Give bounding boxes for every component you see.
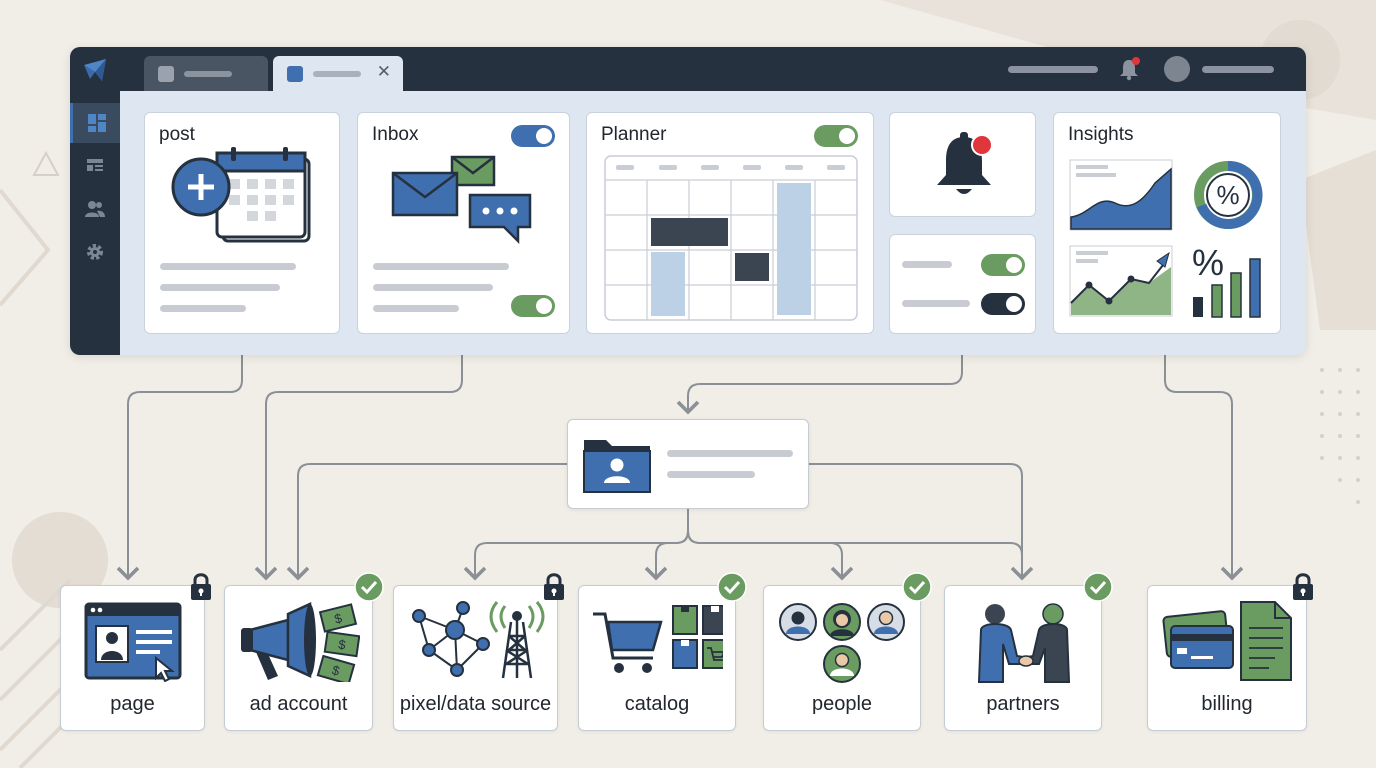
sidebar-item-content[interactable] (70, 146, 120, 186)
check-badge-icon (354, 572, 384, 602)
business-portfolio-node[interactable] (567, 419, 809, 509)
document-icon (158, 66, 174, 82)
inbox-setting-toggle[interactable] (511, 295, 555, 317)
page-profile-icon (84, 602, 181, 682)
sidebar (70, 91, 120, 355)
people-icon (85, 201, 105, 217)
card-title: Insights (1068, 124, 1134, 145)
card-post[interactable]: post (144, 112, 340, 334)
dashboard-grid-icon (88, 114, 106, 132)
asset-label: partners (986, 693, 1060, 715)
people-avatars-icon (779, 603, 905, 683)
asset-label: billing (1201, 693, 1253, 715)
asset-page[interactable]: page (60, 585, 205, 731)
text-placeholder-line (902, 261, 952, 268)
check-badge-icon (717, 572, 747, 602)
notification-bell-icon[interactable] (1118, 57, 1140, 81)
calendar-add-icon (171, 147, 311, 243)
dollar-symbol: $ (330, 662, 342, 679)
network-antenna-icon (411, 601, 544, 679)
asset-label: ad account (249, 693, 348, 715)
sidebar-item-settings[interactable] (70, 232, 120, 272)
setting-toggle-on[interactable] (981, 254, 1025, 276)
tab-label-placeholder (313, 71, 361, 77)
card-settings-toggles[interactable] (889, 234, 1036, 334)
handshake-icon (977, 603, 1071, 683)
close-icon[interactable]: ✕ (376, 62, 391, 81)
percent-symbol: % (1192, 242, 1224, 283)
card-inbox[interactable]: Inbox (357, 112, 570, 334)
asset-label: page (110, 693, 155, 715)
square-app-icon (287, 66, 303, 82)
card-planner[interactable]: Planner (586, 112, 874, 334)
asset-catalog[interactable]: catalog (578, 585, 736, 731)
tab-inactive[interactable] (144, 56, 268, 91)
text-placeholder-line (902, 300, 970, 307)
dollar-symbol: $ (337, 637, 347, 653)
dollar-symbol: $ (332, 610, 343, 626)
planner-calendar-grid (604, 155, 858, 321)
gear-icon (87, 244, 103, 260)
asset-label: pixel/data source (399, 693, 552, 715)
notification-bell-icon (937, 132, 993, 194)
card-title: Inbox (372, 124, 419, 145)
line-chart-icon (1069, 245, 1173, 317)
user-name-placeholder (1202, 66, 1274, 73)
text-placeholder-line (160, 305, 246, 312)
check-badge-icon (1083, 572, 1113, 602)
content-list-icon (87, 159, 103, 171)
credit-card-invoice-icon (1162, 601, 1292, 681)
card-title: Planner (601, 124, 667, 145)
user-folder-icon (583, 440, 651, 493)
text-placeholder-line (373, 284, 493, 291)
asset-pixel[interactable]: pixel/data source (393, 585, 558, 731)
percent-donut-icon: % (1194, 160, 1263, 229)
asset-label: catalog (624, 693, 690, 715)
text-placeholder-line (667, 471, 755, 478)
planner-toggle[interactable] (814, 125, 858, 147)
bar-chart-icon: % (1192, 242, 1261, 318)
card-notifications[interactable] (889, 112, 1036, 217)
percent-symbol: % (1216, 180, 1239, 210)
tab-label-placeholder (184, 71, 232, 77)
messages-icon (391, 155, 532, 245)
app-logo-icon (84, 59, 106, 81)
card-insights[interactable]: Insights % % (1053, 112, 1281, 334)
lock-icon (191, 573, 211, 600)
asset-label: people (811, 693, 873, 715)
setting-toggle-dark[interactable] (981, 293, 1025, 315)
shopping-cart-products-icon (593, 605, 723, 673)
asset-people[interactable]: people (763, 585, 921, 731)
lock-icon (1293, 573, 1313, 600)
text-placeholder-line (373, 305, 459, 312)
sidebar-item-people[interactable] (70, 189, 120, 229)
text-placeholder-line (160, 263, 296, 270)
asset-ad-account[interactable]: $ $ $ ad account (224, 585, 373, 731)
asset-partners[interactable]: partners (944, 585, 1102, 731)
text-placeholder-line (373, 263, 509, 270)
sidebar-item-dashboard[interactable] (70, 103, 120, 143)
tab-active[interactable]: ✕ (273, 56, 403, 91)
inbox-toggle[interactable] (511, 125, 555, 147)
area-chart-icon (1069, 159, 1173, 231)
text-placeholder-line (160, 284, 280, 291)
lock-icon (544, 573, 564, 600)
megaphone-money-icon: $ $ $ (240, 602, 360, 682)
search-placeholder-bar[interactable] (1008, 66, 1098, 73)
user-avatar[interactable] (1164, 56, 1190, 82)
asset-billing[interactable]: billing (1147, 585, 1307, 731)
text-placeholder-line (667, 450, 793, 457)
check-badge-icon (902, 572, 932, 602)
card-title: post (159, 124, 195, 145)
title-bar: ✕ (70, 47, 1306, 91)
